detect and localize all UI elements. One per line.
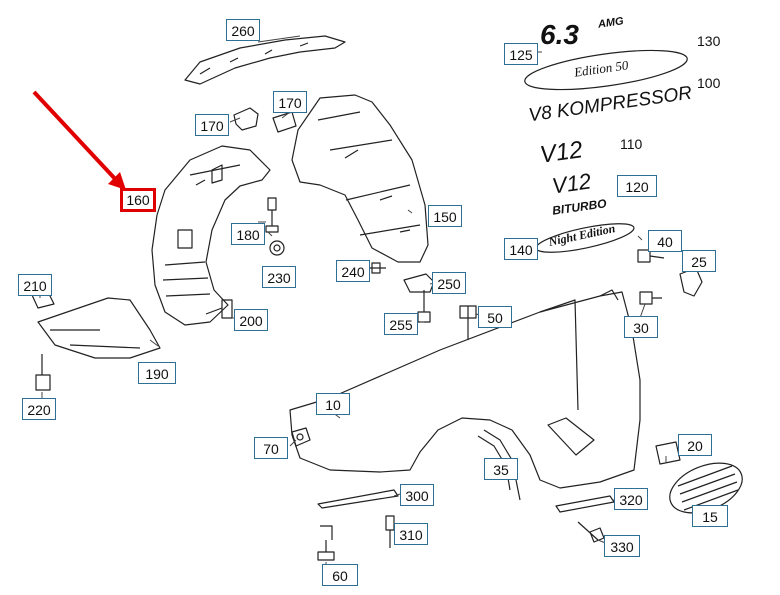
liner-160 — [151, 145, 271, 326]
badge-amg: AMG — [597, 15, 625, 31]
bolt-200 — [205, 299, 233, 319]
screw-180 — [265, 197, 279, 233]
strip-320 — [555, 495, 615, 513]
panel-190 — [37, 297, 161, 359]
clip-20 — [655, 441, 681, 465]
callout-50[interactable]: 50 — [478, 306, 512, 328]
clip-170b — [272, 111, 297, 133]
strip-260 — [184, 35, 346, 85]
pin-310 — [385, 515, 395, 548]
label-100: 100 — [697, 75, 721, 91]
badge-130 — [524, 49, 688, 91]
callout-40[interactable]: 40 — [648, 230, 682, 252]
callout-20[interactable]: 20 — [678, 434, 712, 456]
callout-170-left[interactable]: 170 — [195, 114, 229, 136]
callout-255[interactable]: 255 — [384, 313, 418, 335]
screw-50 — [459, 305, 477, 340]
bolt-240 — [368, 262, 386, 274]
callout-310[interactable]: 310 — [394, 523, 428, 545]
callout-180[interactable]: 180 — [231, 223, 265, 245]
screw-220 — [35, 354, 51, 391]
callout-230[interactable]: 230 — [262, 266, 296, 288]
callout-250[interactable]: 250 — [432, 272, 466, 294]
callout-125[interactable]: 125 — [504, 43, 538, 65]
callout-10[interactable]: 10 — [316, 393, 350, 415]
callout-190[interactable]: 190 — [138, 362, 176, 384]
badge-6-3: 6.3 — [540, 19, 579, 50]
callout-120[interactable]: 120 — [617, 175, 657, 197]
highlight-arrow — [32, 90, 126, 190]
callout-150[interactable]: 150 — [428, 205, 462, 227]
nut-230 — [269, 240, 285, 256]
callout-210[interactable]: 210 — [18, 274, 52, 296]
strip-300 — [317, 489, 399, 509]
callout-25[interactable]: 25 — [682, 250, 716, 272]
callout-35[interactable]: 35 — [484, 458, 518, 480]
callout-260[interactable]: 260 — [226, 19, 260, 41]
bolt-30 — [639, 291, 662, 305]
bolt-330 — [577, 521, 605, 543]
callout-60[interactable]: 60 — [322, 564, 358, 586]
callout-320[interactable]: 320 — [614, 488, 648, 510]
callout-300[interactable]: 300 — [400, 484, 434, 506]
clip-170a — [233, 107, 259, 131]
liner-150 — [291, 94, 429, 263]
callout-30[interactable]: 30 — [624, 316, 658, 338]
label-130: 130 — [697, 33, 721, 49]
callout-140[interactable]: 140 — [504, 238, 538, 260]
screw-255 — [417, 290, 431, 323]
callout-220[interactable]: 220 — [22, 398, 56, 420]
callout-70[interactable]: 70 — [254, 437, 288, 459]
callout-200[interactable]: 200 — [234, 309, 268, 331]
nut-70 — [291, 427, 311, 447]
fender-10 — [289, 291, 641, 489]
screw-40 — [637, 249, 665, 263]
callout-240[interactable]: 240 — [336, 260, 370, 282]
callout-330[interactable]: 330 — [604, 535, 640, 557]
bolt-60 — [317, 525, 335, 561]
clip-250 — [403, 273, 435, 293]
callout-160-highlighted[interactable]: 160 — [120, 188, 156, 212]
label-110: 110 — [620, 136, 643, 152]
callout-170-right[interactable]: 170 — [273, 91, 307, 113]
callout-15[interactable]: 15 — [692, 505, 728, 527]
